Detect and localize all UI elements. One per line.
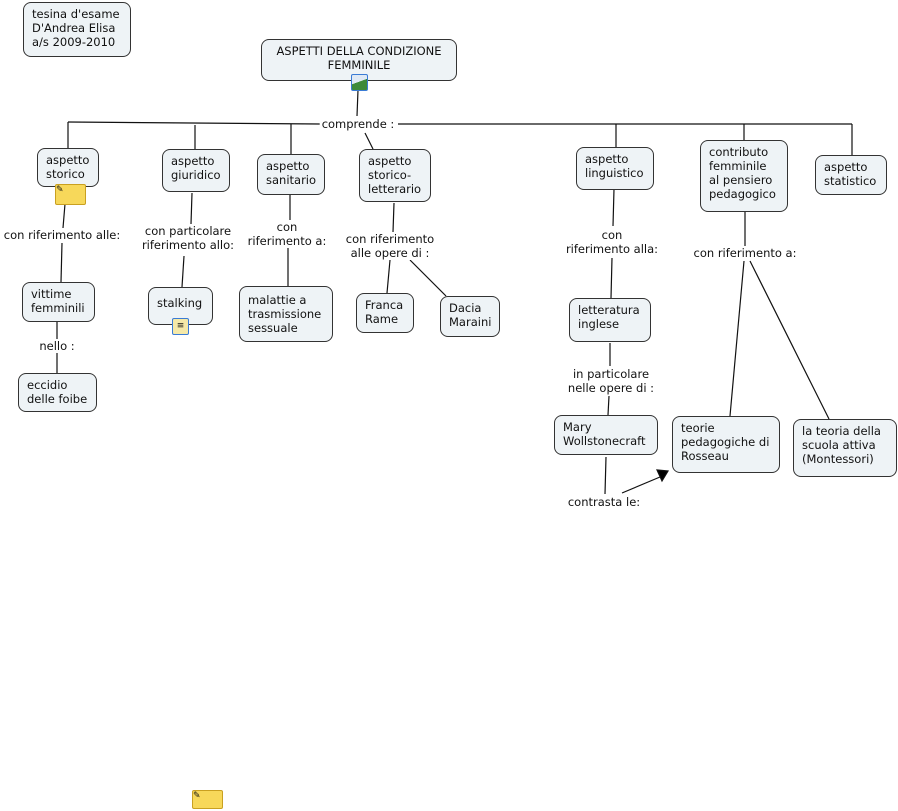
concept-eccidio-foibe[interactable]: eccidio delle foibe — [18, 373, 97, 412]
concept-malattie[interactable]: malattie a trasmissione sessuale — [239, 286, 333, 342]
concept-aspetto-storico[interactable]: aspetto storico — [37, 148, 99, 187]
concept-letteratura-inglese[interactable]: letteratura inglese — [569, 298, 651, 342]
concept-teorie-rosseau[interactable]: teorie pedagogiche di Rosseau — [672, 416, 780, 473]
concept-aspetto-giuridico[interactable]: aspetto giuridico — [162, 149, 230, 192]
concept-aspetto-statistico[interactable]: aspetto statistico — [815, 155, 887, 195]
link-con-riferimento-a-pedagogico: con riferimento a: — [691, 246, 799, 260]
link-con-riferimento-alle: con riferimento alle: — [1, 228, 123, 242]
link-con-riferimento-a: con riferimento a: — [245, 220, 329, 248]
link-con-riferimento-opere: con riferimento alle opere di : — [343, 232, 437, 260]
concept-aspetto-linguistico[interactable]: aspetto linguistico — [576, 147, 654, 190]
document-resource-icon[interactable]: ≡ — [172, 318, 189, 335]
concept-mary-wollstonecraft[interactable]: Mary Wollstonecraft — [554, 415, 658, 455]
concept-contributo-femminile[interactable]: contributo femminile al pensiero pedagog… — [700, 140, 788, 212]
concept-scuola-attiva[interactable]: la teoria della scuola attiva (Montessor… — [793, 419, 897, 477]
concept-aspetto-sanitario[interactable]: aspetto sanitario — [257, 154, 325, 195]
title-note[interactable]: tesina d'esame D'Andrea Elisa a/s 2009-2… — [23, 2, 131, 57]
link-comprende: comprende : — [319, 117, 397, 131]
concept-dacia-maraini[interactable]: Dacia Maraini — [440, 296, 500, 337]
concept-stalking[interactable]: stalking — [148, 287, 213, 325]
annotation-note-icon[interactable]: ✎ — [192, 790, 223, 809]
link-contrasta: contrasta le: — [565, 495, 643, 509]
link-nello: nello : — [37, 339, 77, 353]
concept-vittime-femminili[interactable]: vittime femminili — [22, 282, 95, 322]
link-con-particolare-riferimento: con particolare riferimento allo: — [139, 224, 237, 252]
image-resource-icon[interactable] — [351, 74, 368, 91]
link-in-particolare: in particolare nelle opere di : — [565, 367, 657, 395]
concept-aspetto-storico-letterario[interactable]: aspetto storico- letterario — [359, 149, 431, 202]
concept-franca-rame[interactable]: Franca Rame — [356, 293, 414, 333]
link-con-riferimento-alla: con riferimento alla: — [563, 228, 661, 256]
annotation-note-icon[interactable]: ✎ — [55, 184, 86, 205]
